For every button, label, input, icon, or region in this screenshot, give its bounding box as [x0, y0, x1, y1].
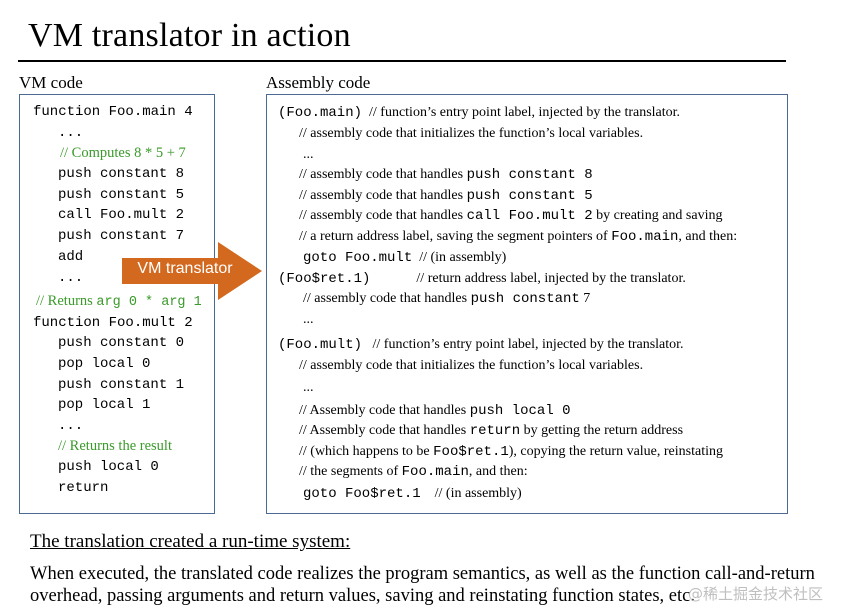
assembly-code-panel: (Foo.main) // function’s entry point lab…: [266, 94, 788, 514]
watermark: @稀土掘金技术社区: [688, 585, 824, 603]
asm-code: push constant 5: [466, 188, 593, 204]
asm-comment: // return address label, injected by the…: [416, 271, 686, 286]
vm-comment: // Returns the result: [58, 438, 172, 454]
asm-line: // a return address label, saving the se…: [299, 227, 737, 247]
asm-comment: by getting the return address: [520, 423, 684, 438]
asm-line: // (which happens to be Foo$ret.1), copy…: [299, 442, 723, 462]
asm-line: (Foo.main) // function’s entry point lab…: [278, 103, 680, 123]
asm-code: call Foo.mult 2: [466, 208, 593, 224]
asm-line: // Assembly code that handles push local…: [299, 401, 571, 421]
vm-line: pop local 0: [58, 356, 151, 372]
asm-comment: // (in assembly): [419, 250, 507, 265]
asm-line: // assembly code that handles push const…: [303, 289, 590, 309]
asm-code: push constant: [470, 291, 580, 307]
asm-comment: // (which happens to be: [299, 444, 434, 459]
vm-line: ...: [58, 125, 84, 141]
vm-line: push constant 7: [58, 228, 185, 244]
vm-line: push local 0: [58, 459, 159, 475]
asm-comment: // the segments of: [299, 464, 402, 479]
asm-line: // the segments of Foo.main, and then:: [299, 462, 528, 482]
asm-line: ...: [303, 380, 314, 395]
asm-line: (Foo$ret.1) // return address label, inje…: [278, 269, 686, 289]
asm-comment: , and then:: [678, 229, 738, 244]
vm-comment: // Computes 8 * 5 + 7: [60, 145, 186, 161]
asm-comment: , and then:: [468, 464, 528, 479]
asm-comment: // a return address label, saving the se…: [299, 229, 612, 244]
slide-title: VM translator in action: [28, 17, 351, 54]
asm-line: // assembly code that handles call Foo.m…: [299, 206, 722, 226]
runtime-system-heading: The translation created a run-time syste…: [30, 531, 351, 552]
asm-line: // assembly code that initializes the fu…: [299, 358, 644, 373]
vm-line: function Foo.mult 2: [33, 315, 193, 331]
asm-line: goto Foo$ret.1 // (in assembly): [303, 484, 522, 504]
asm-comment: // assembly code that handles: [299, 208, 467, 223]
vm-comment: // Returns arg 0 * arg 1: [36, 291, 202, 313]
vm-code-panel: function Foo.main 4 ... // Computes 8 * …: [19, 94, 215, 514]
assembly-code-label: Assembly code: [266, 73, 371, 92]
asm-comment: // assembly code that handles: [303, 291, 471, 306]
vm-line: ...: [58, 270, 84, 286]
asm-code: Foo.main: [401, 464, 469, 480]
vm-translator-arrow: [122, 242, 262, 300]
vm-line: push constant 1: [58, 377, 185, 393]
asm-code: (Foo.main): [278, 105, 363, 121]
asm-line: goto Foo.mult // (in assembly): [303, 248, 506, 268]
asm-comment: // assembly code that handles: [299, 188, 467, 203]
asm-comment: // Assembly code that handles: [299, 403, 470, 418]
vm-translator-label: VM translator: [137, 260, 233, 277]
arrow-shape: [122, 242, 262, 300]
asm-line: // assembly code that handles push const…: [299, 165, 593, 185]
vm-line: function Foo.main 4: [33, 104, 193, 120]
asm-code: (Foo$ret.1): [278, 271, 371, 287]
asm-line: // assembly code that handles push const…: [299, 186, 593, 206]
summary-paragraph: When executed, the translated code reali…: [30, 564, 815, 606]
asm-code: Foo.main: [611, 229, 679, 245]
asm-comment: // function’s entry point label, injecte…: [372, 337, 684, 352]
asm-code: goto Foo.mult: [303, 250, 413, 266]
asm-comment: // Assembly code that handles: [299, 423, 470, 438]
asm-comment: // function’s entry point label, injecte…: [369, 105, 681, 120]
asm-line: // Assembly code that handles return by …: [299, 421, 683, 441]
asm-comment: by creating and saving: [592, 208, 723, 223]
vm-line: call Foo.mult 2: [58, 207, 185, 223]
asm-code: (Foo.mult): [278, 337, 363, 353]
asm-code: Foo$ret.1: [433, 444, 509, 460]
vm-line: pop local 1: [58, 397, 151, 413]
asm-comment: // (in assembly): [434, 486, 522, 501]
asm-line: ...: [303, 312, 314, 327]
vm-comment-code: arg 0 * arg 1: [96, 295, 202, 310]
title-divider: [18, 60, 786, 62]
vm-line: add: [58, 249, 84, 265]
vm-comment-text: // Returns: [36, 293, 97, 309]
asm-code: goto Foo$ret.1: [303, 486, 421, 502]
asm-comment: ), copying the return value, reinstating: [508, 444, 723, 459]
vm-line: push constant 0: [58, 335, 185, 351]
asm-code: push constant 8: [466, 167, 593, 183]
vm-line: ...: [58, 418, 84, 434]
asm-line: // assembly code that initializes the fu…: [299, 126, 644, 141]
vm-line: return: [58, 480, 109, 496]
vm-line: push constant 5: [58, 187, 185, 203]
asm-comment: 7: [579, 291, 591, 306]
vm-code-label: VM code: [19, 73, 83, 92]
asm-code: return: [469, 423, 521, 439]
asm-comment: // assembly code that handles: [299, 167, 467, 182]
asm-code: push local 0: [469, 403, 571, 419]
asm-line: (Foo.mult) // function’s entry point lab…: [278, 335, 684, 355]
asm-line: ...: [303, 147, 314, 162]
vm-line: push constant 8: [58, 166, 185, 182]
